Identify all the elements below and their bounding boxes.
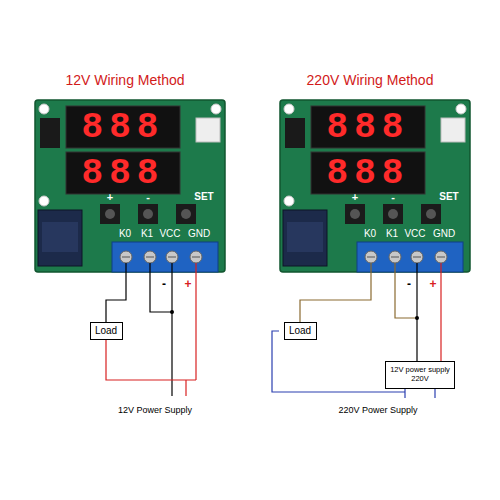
polarity-sign: + — [184, 278, 191, 290]
button-label: + — [107, 192, 113, 203]
polarity-sign: + — [429, 278, 436, 290]
supply-label: 220V Power Supply — [338, 406, 417, 415]
button-label: - — [146, 192, 150, 203]
display-digits: 888 — [82, 156, 165, 192]
thermostat-board — [35, 100, 225, 272]
power-supply-box: 12V power supply220V — [385, 361, 455, 389]
wire — [195, 263, 196, 380]
display-digits: 888 — [82, 110, 165, 146]
box-text: 220V — [411, 375, 429, 384]
junction-dot — [415, 316, 419, 320]
box-text: 12V power supply — [390, 366, 450, 375]
button-label: SET — [439, 192, 458, 202]
wire — [185, 380, 186, 396]
terminal-label: K0 — [119, 229, 131, 239]
terminal-label: K1 — [141, 229, 153, 239]
junction-dot — [170, 310, 174, 314]
panel-heading: 12V Wiring Method — [65, 73, 184, 87]
box-text: Load — [95, 325, 117, 337]
supply-label: 12V Power Supply — [118, 406, 192, 415]
button-label: SET — [194, 192, 213, 202]
wire — [150, 263, 172, 312]
terminal-label: K1 — [386, 229, 398, 239]
terminal-label: VCC — [159, 229, 180, 239]
terminal-label: VCC — [404, 229, 425, 239]
wire — [440, 263, 441, 361]
display-digits: 888 — [327, 156, 410, 192]
display-digits: 888 — [327, 110, 410, 146]
thermostat-board — [280, 100, 470, 272]
terminal-label: K0 — [364, 229, 376, 239]
wire — [416, 263, 417, 361]
wire — [171, 263, 172, 396]
button-label: + — [352, 192, 358, 203]
wire — [395, 263, 417, 318]
wire — [106, 263, 126, 322]
wire — [300, 263, 371, 322]
button-label: - — [391, 192, 395, 203]
polarity-sign: - — [407, 278, 411, 290]
wire — [106, 340, 196, 380]
load-box: Load — [284, 322, 317, 340]
load-box: Load — [90, 322, 123, 340]
box-text: Load — [289, 325, 311, 337]
polarity-sign: - — [162, 278, 166, 290]
terminal-label: GND — [188, 229, 210, 239]
terminal-label: GND — [433, 229, 455, 239]
wire — [434, 389, 435, 398]
wire — [404, 389, 405, 398]
panel-heading: 220V Wiring Method — [307, 73, 434, 87]
